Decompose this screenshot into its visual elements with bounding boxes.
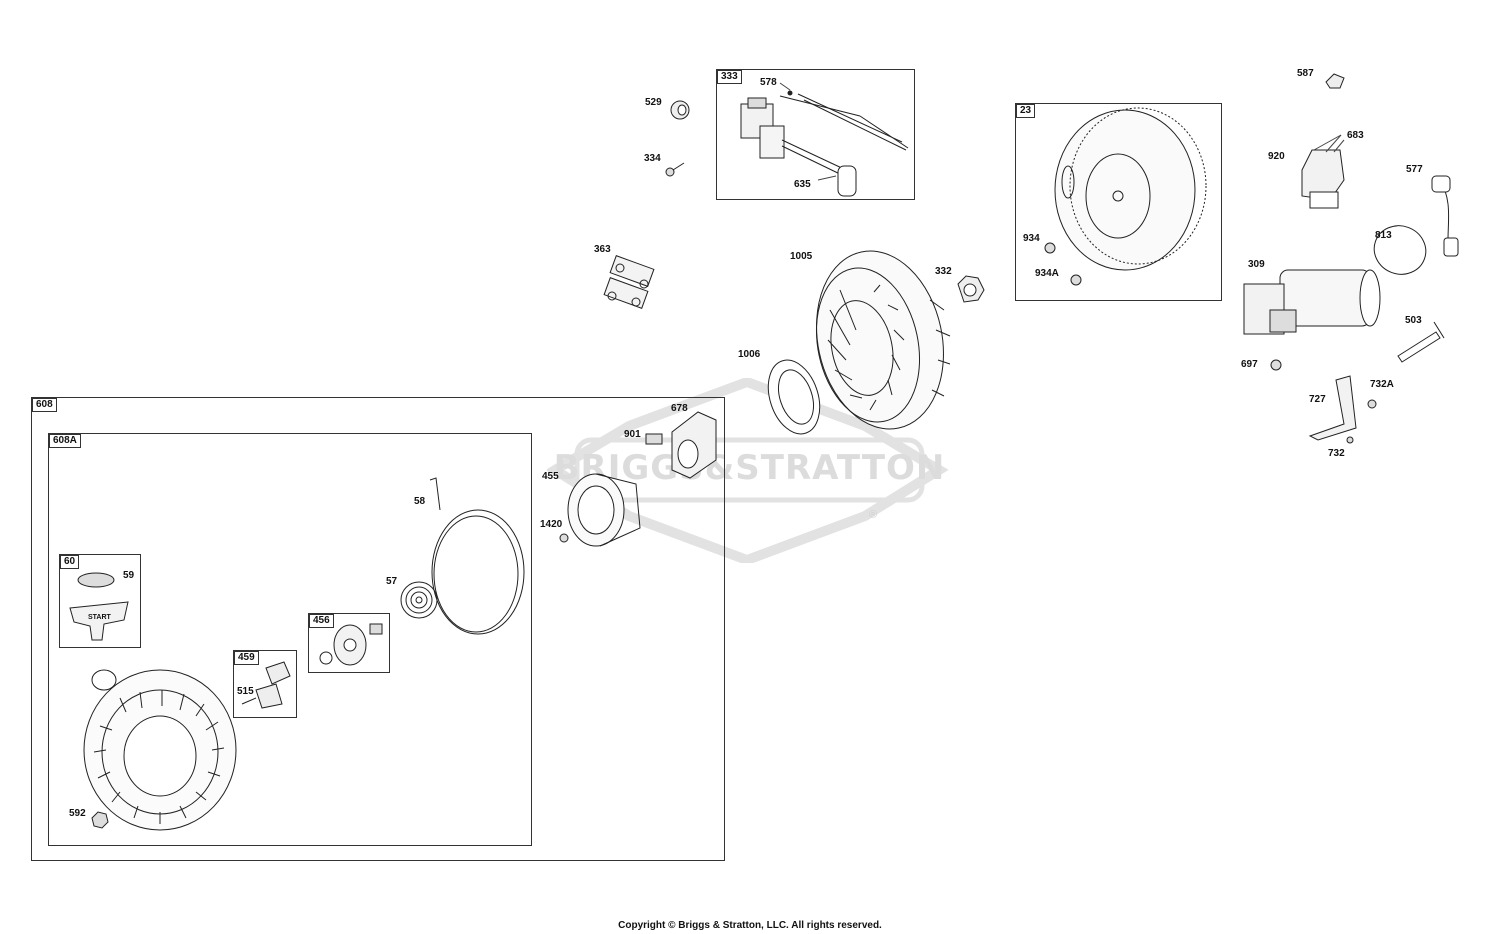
part-334-screw-icon xyxy=(665,162,685,177)
group-box-23 xyxy=(1015,103,1222,301)
label-334: 334 xyxy=(644,153,661,164)
group-box-608a xyxy=(48,433,532,846)
leader-lines xyxy=(779,82,1345,181)
label-578: 578 xyxy=(760,77,777,88)
label-1005: 1005 xyxy=(790,251,813,262)
label-901: 901 xyxy=(624,429,641,440)
part-blower-housing-icon xyxy=(83,669,237,831)
label-678: 678 xyxy=(671,403,688,414)
part-592-nut-icon xyxy=(91,811,109,829)
part-58-rope-icon xyxy=(429,477,525,635)
part-732-nut-icon xyxy=(1346,399,1377,444)
watermark-shape: ® xyxy=(545,376,949,566)
part-727-bracket-icon xyxy=(1308,375,1357,441)
part-1420-screw-icon xyxy=(559,533,569,543)
label-1006: 1006 xyxy=(738,349,761,360)
part-587-clip-icon xyxy=(1325,73,1345,89)
part-363-bracket-icon xyxy=(603,255,655,309)
group-box-456 xyxy=(308,613,390,673)
part-529-grommet-icon xyxy=(670,100,690,120)
label-58: 58 xyxy=(414,496,426,507)
part-455-starter-cup-icon xyxy=(567,473,641,547)
label-697: 697 xyxy=(1241,359,1258,370)
label-732a: 732A xyxy=(1370,379,1394,390)
label-934: 934 xyxy=(1023,233,1040,244)
part-333-ignition-armature-icon xyxy=(740,90,909,197)
brand-watermark: ® BRIGGS&STRATTON xyxy=(545,376,952,566)
part-503-strap-icon xyxy=(1397,321,1445,363)
label-587: 587 xyxy=(1297,68,1314,79)
copyright-notice: Copyright © Briggs & Stratton, LLC. All … xyxy=(618,920,882,931)
part-577-cable-icon xyxy=(1431,175,1459,257)
part-309-starter-motor-icon xyxy=(1243,269,1381,335)
label-59: 59 xyxy=(123,570,135,581)
label-503: 503 xyxy=(1405,315,1422,326)
group-box-60 xyxy=(59,554,141,648)
handle-start-text: START xyxy=(88,614,111,621)
svg-text:®: ® xyxy=(869,509,877,521)
label-309: 309 xyxy=(1248,259,1265,270)
label-592: 592 xyxy=(69,808,86,819)
part-60-starter-handle-icon xyxy=(69,601,129,641)
part-332-nut-icon xyxy=(957,275,985,303)
label-515: 515 xyxy=(237,686,254,697)
part-456-pawl-plate-icon xyxy=(319,623,383,666)
label-529: 529 xyxy=(645,97,662,108)
part-459-pawl-icon xyxy=(241,661,291,709)
label-727: 727 xyxy=(1309,394,1326,405)
part-934-screw-icon xyxy=(1044,242,1082,286)
part-813-band-icon xyxy=(1373,225,1427,275)
part-59-handle-insert-icon xyxy=(77,572,115,588)
group-tag-608a: 608A xyxy=(49,434,81,448)
group-box-459 xyxy=(233,650,297,718)
group-tag-608: 608 xyxy=(32,398,57,412)
label-577: 577 xyxy=(1406,164,1423,175)
group-box-608 xyxy=(31,397,725,861)
label-363: 363 xyxy=(594,244,611,255)
label-332: 332 xyxy=(935,266,952,277)
group-tag-456: 456 xyxy=(309,614,334,628)
part-57-recoil-spring-icon xyxy=(400,581,438,619)
group-tag-333: 333 xyxy=(717,70,742,84)
group-tag-23: 23 xyxy=(1016,104,1036,118)
label-455: 455 xyxy=(542,471,559,482)
part-697-screw-icon xyxy=(1270,359,1282,371)
part-1005-fan-icon xyxy=(815,250,951,430)
group-box-333 xyxy=(716,69,915,200)
part-678-cup-icon xyxy=(671,411,717,479)
label-920: 920 xyxy=(1268,151,1285,162)
label-683: 683 xyxy=(1347,130,1364,141)
label-732: 732 xyxy=(1328,448,1345,459)
label-1420: 1420 xyxy=(540,519,563,530)
part-901-screw-icon xyxy=(645,433,663,445)
label-635: 635 xyxy=(794,179,811,190)
watermark-text: BRIGGS&STRATTON xyxy=(553,448,946,488)
part-920-solenoid-icon xyxy=(1301,149,1345,209)
label-57: 57 xyxy=(386,576,398,587)
label-934a: 934A xyxy=(1035,268,1059,279)
group-tag-459: 459 xyxy=(234,651,259,665)
part-23-flywheel-icon xyxy=(1054,107,1207,271)
label-813: 813 xyxy=(1375,230,1392,241)
part-1006-screen-icon xyxy=(767,359,821,435)
group-tag-60: 60 xyxy=(60,555,80,569)
